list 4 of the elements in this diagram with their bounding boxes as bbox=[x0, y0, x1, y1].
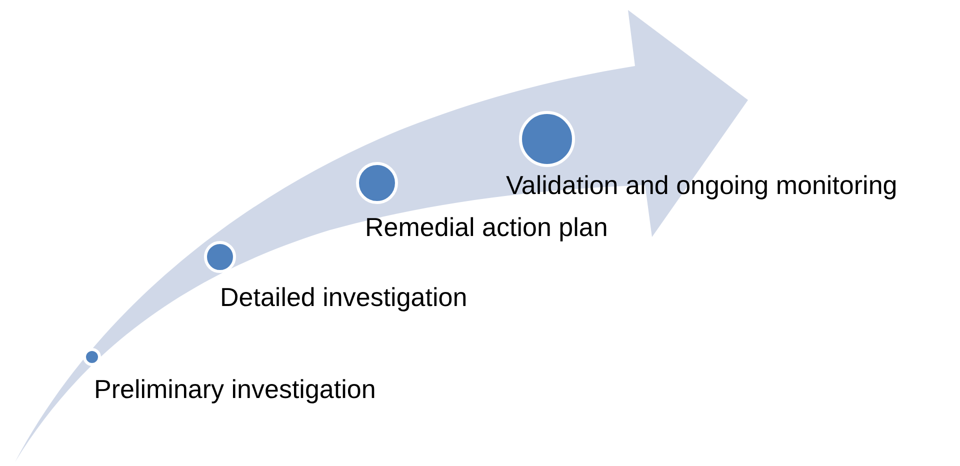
step-label: Preliminary investigation bbox=[94, 372, 376, 406]
step-label: Validation and ongoing monitoring bbox=[506, 168, 898, 202]
step-label: Detailed investigation bbox=[220, 280, 468, 314]
step-label: Remedial action plan bbox=[365, 210, 608, 244]
